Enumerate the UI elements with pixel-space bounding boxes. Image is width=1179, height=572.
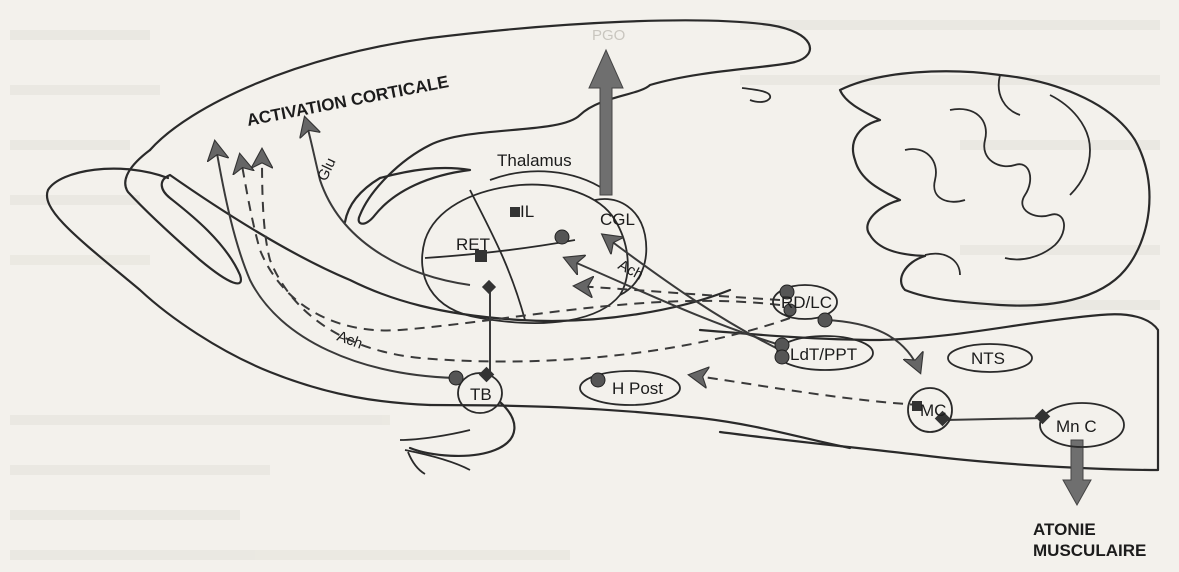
label-il: IL xyxy=(520,202,534,221)
label-ach-lower: Ach xyxy=(335,328,365,353)
atonie-arrow xyxy=(1063,440,1091,505)
label-thalamus: Thalamus xyxy=(497,151,572,170)
dot-hpost xyxy=(591,373,605,387)
label-cgl: CGL xyxy=(600,210,635,229)
diamond-ret xyxy=(482,280,496,294)
label-mnc: Mn C xyxy=(1056,417,1097,436)
cerebellum-outline xyxy=(840,71,1149,305)
pgo-arrow xyxy=(589,50,623,195)
label-glu: Glu xyxy=(314,155,339,183)
label-pgo: PGO xyxy=(592,27,625,44)
pons-outline xyxy=(410,402,514,456)
label-nts: NTS xyxy=(971,349,1005,368)
pathway-mc-mnc xyxy=(945,418,1045,420)
pathway-ldt-cgl xyxy=(603,235,780,350)
label-ldt-ppt: LdT/PPT xyxy=(790,345,857,364)
label-ret: RET xyxy=(456,235,490,254)
diamond-tb xyxy=(479,367,495,383)
brainstem-lower xyxy=(430,405,850,448)
square-il xyxy=(510,207,520,217)
label-activation: ACTIVATION CORTICALE xyxy=(245,72,450,130)
label-rd-lc: RD/LC xyxy=(781,293,832,312)
label-hpost: H Post xyxy=(612,379,663,398)
dot-tb xyxy=(449,371,463,385)
label-atonie-2: MUSCULAIRE xyxy=(1033,541,1146,560)
dot-rdlc-2 xyxy=(818,313,832,327)
pathway-dash-mc-hpost xyxy=(690,375,920,405)
gyrus-small xyxy=(742,88,770,102)
label-tb: TB xyxy=(470,385,492,404)
background-bleed xyxy=(10,20,1160,560)
label-mc: MC xyxy=(920,401,946,420)
dot-ldt-2 xyxy=(775,350,789,364)
label-ach-upper: Ach xyxy=(615,257,646,284)
dot-thal xyxy=(555,230,569,244)
label-atonie-1: ATONIE xyxy=(1033,520,1096,539)
hypothalamus-base xyxy=(400,430,470,474)
